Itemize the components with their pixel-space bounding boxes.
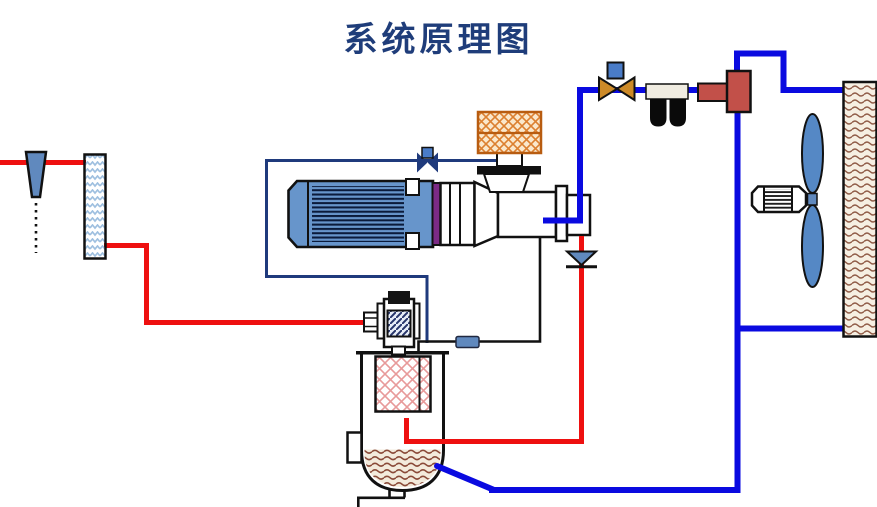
pump-front-housing	[439, 181, 476, 247]
fan-blade-bottom	[801, 204, 824, 288]
gas-lines	[434, 50, 845, 493]
filter-cartridge-right	[669, 99, 686, 127]
tank-filter-element	[374, 355, 432, 413]
motor-notch-top	[405, 178, 420, 196]
motor-cooling-fins	[312, 186, 404, 242]
regulator-body	[725, 69, 752, 114]
discharge-flange	[554, 184, 569, 243]
oil-return-valve	[363, 291, 421, 356]
regulator-to-hx-top	[734, 50, 845, 93]
oil-separator-tank	[346, 351, 449, 493]
pump-rear-body	[496, 190, 558, 239]
discharge-line	[543, 87, 703, 224]
page-title: 系统原理图	[343, 20, 534, 60]
vacuum-pump	[431, 110, 592, 248]
tank-outlet-diagonal	[434, 463, 496, 493]
regulator-inlet	[697, 82, 728, 102]
shutoff-valve	[598, 61, 636, 102]
pressure-regulator	[697, 69, 752, 114]
valve-wing-left	[598, 75, 619, 102]
inlet-filter	[83, 153, 107, 260]
inlet-flange	[477, 166, 541, 175]
tank-drain-outlet	[357, 496, 405, 507]
motor-notch-bottom	[405, 232, 420, 250]
valve-wing-right	[427, 152, 438, 173]
valve-actuator	[606, 61, 625, 80]
fan-hub	[806, 192, 818, 206]
valve-neck	[391, 345, 406, 356]
fan-blade-top	[801, 113, 824, 194]
valve-core	[386, 309, 412, 338]
check-valve	[564, 250, 599, 269]
oil-sight-glass	[455, 335, 480, 349]
oil-level-glass	[346, 431, 363, 464]
intake-filter	[476, 110, 543, 155]
valve-cap	[388, 291, 410, 304]
valve-actuator	[421, 146, 434, 159]
valve-wing-right	[615, 75, 636, 102]
gas-ballast-valve	[417, 146, 438, 173]
oil-charge	[364, 449, 441, 487]
heat-exchanger	[842, 80, 877, 338]
filter-to-valve-line	[104, 243, 367, 325]
fan-motor-fins	[764, 189, 792, 210]
valve-wing-left	[417, 152, 428, 173]
inlet-neck	[482, 173, 531, 193]
oil-suction-line	[404, 236, 584, 444]
drive-motor	[287, 178, 435, 250]
exhaust-filter	[645, 83, 689, 127]
intake-filter-neck	[496, 152, 523, 167]
filter-cartridge-left	[650, 99, 667, 127]
cooling-fan	[750, 113, 824, 288]
ballast-control-line	[265, 159, 497, 343]
inlet-funnel	[24, 150, 48, 253]
pump-drain-line	[417, 237, 542, 353]
filter-header	[645, 83, 689, 100]
tank-return-line	[489, 110, 741, 493]
